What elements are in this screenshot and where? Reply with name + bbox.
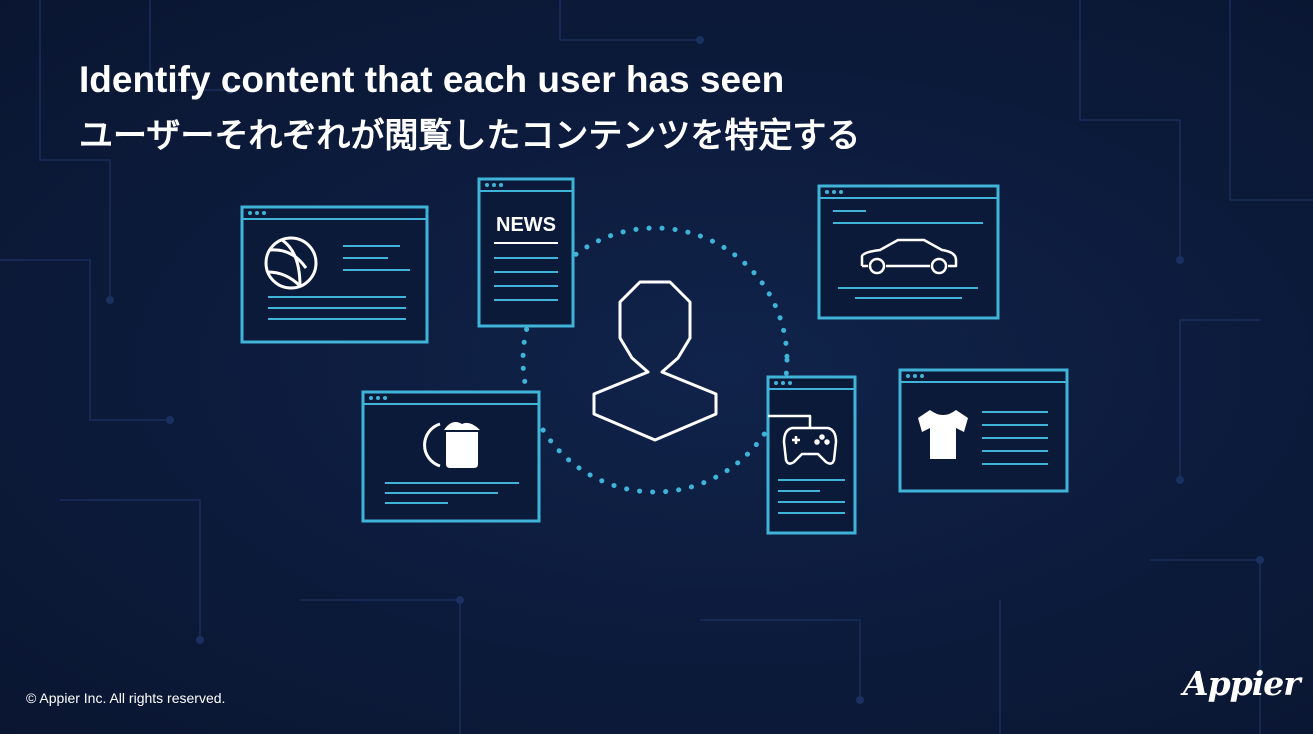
beauty-content-window	[361, 390, 541, 523]
sports-content-window	[240, 205, 429, 344]
appier-logo: Appier	[1183, 664, 1301, 703]
connection-ring	[520, 225, 790, 495]
car-icon	[860, 238, 958, 275]
page-title: Identify content that each user has seen	[79, 59, 785, 100]
fashion-content-window	[898, 368, 1069, 493]
news-label: NEWS	[496, 214, 556, 236]
page-subtitle-japanese: ユーザーそれぞれが閲覧したコンテンツを特定する	[79, 116, 861, 156]
cosmetics-jar-icon	[423, 422, 480, 468]
tshirt-icon	[918, 410, 968, 459]
game-content-window	[766, 375, 857, 535]
car-content-window	[817, 184, 1000, 320]
copyright-notice: © Appier Inc. All rights reserved.	[26, 690, 226, 706]
user-silhouette-icon	[592, 280, 718, 442]
news-content-window: NEWS	[477, 177, 575, 328]
volleyball-icon	[264, 236, 318, 290]
gamepad-icon	[768, 414, 838, 465]
